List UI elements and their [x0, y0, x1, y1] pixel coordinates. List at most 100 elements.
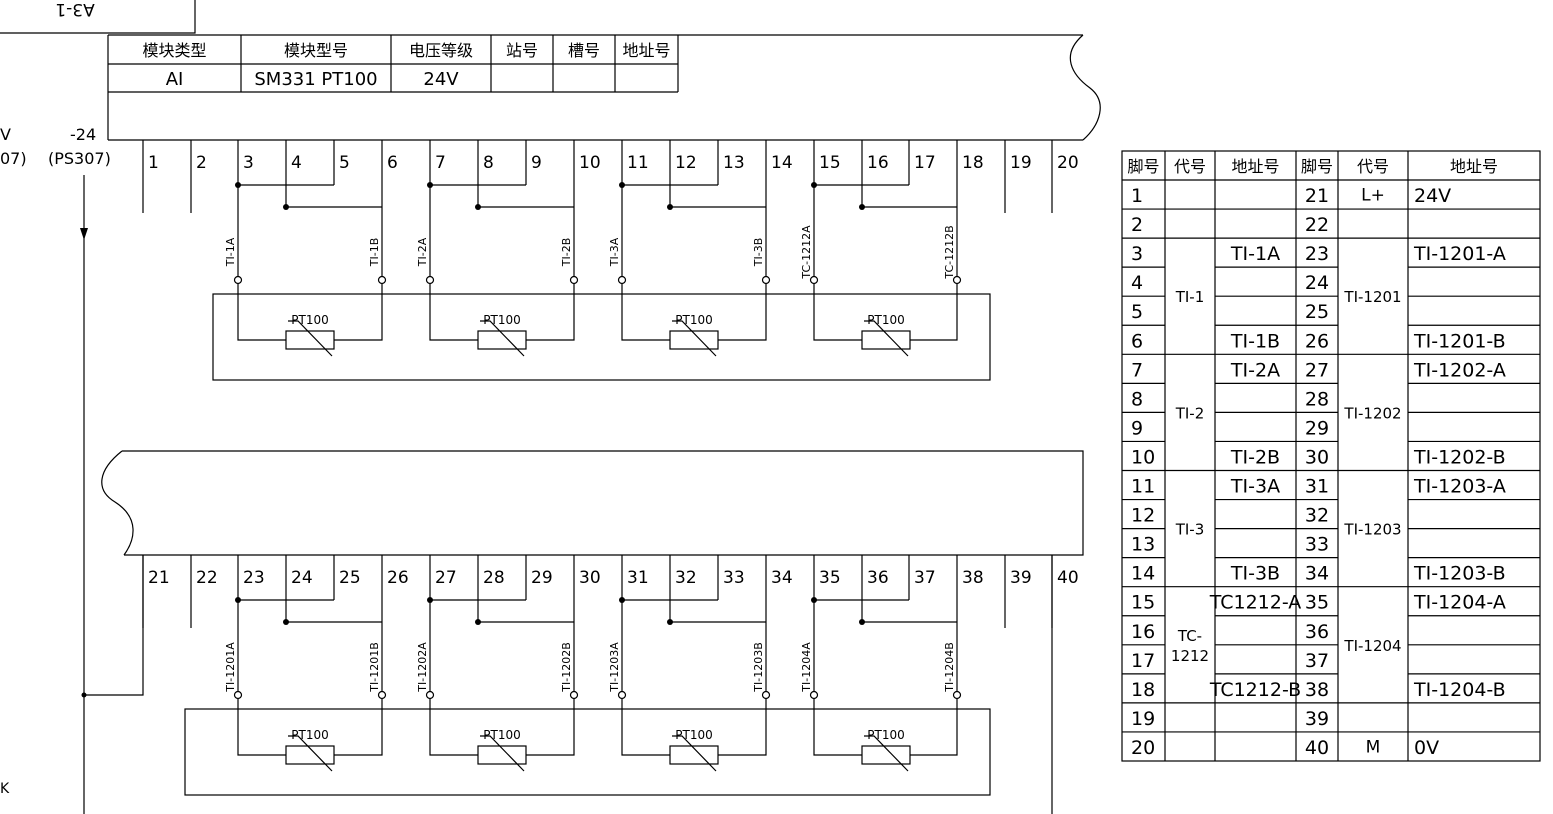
- pin-table-header-5: 地址号: [1450, 157, 1498, 176]
- top-terminal-19: 19: [1010, 153, 1032, 173]
- header-column-4: 槽号: [568, 41, 600, 60]
- pin-right-11: 31: [1305, 476, 1329, 498]
- left-code-11: TI-3: [1175, 521, 1205, 539]
- right-code-20: M: [1366, 737, 1381, 757]
- pin-right-17: 37: [1305, 650, 1329, 672]
- right-code-1: L+: [1361, 186, 1385, 206]
- pin-left-16: 16: [1131, 621, 1155, 643]
- pin-left-5: 5: [1131, 301, 1143, 323]
- top-terminal-3: 3: [243, 153, 254, 173]
- addr-left-10: TI-2B: [1230, 446, 1280, 468]
- pin-left-17: 17: [1131, 650, 1155, 672]
- left-label-v: V: [0, 125, 11, 144]
- pin-right-2: 22: [1305, 214, 1329, 236]
- top-terminal-17: 17: [914, 153, 936, 173]
- addr-right-7: TI-1202-A: [1413, 359, 1506, 381]
- channel-label-b: TI-2B: [560, 238, 573, 267]
- pin-right-3: 23: [1305, 243, 1329, 265]
- left-label-ps: (PS307): [48, 149, 111, 168]
- channel-label-b: TI-1201B: [368, 642, 381, 692]
- pin-left-10: 10: [1131, 446, 1155, 468]
- pin-table-header-1: 代号: [1174, 157, 1206, 176]
- header-value-1: SM331 PT100: [254, 69, 377, 90]
- channel-label-b: TI-3B: [752, 238, 765, 267]
- pin-left-3: 3: [1131, 243, 1143, 265]
- bottom-terminal-28: 28: [483, 568, 505, 588]
- pin-left-15: 15: [1131, 592, 1155, 614]
- top-terminal-5: 5: [339, 153, 350, 173]
- bottom-terminal-32: 32: [675, 568, 697, 588]
- corner-label: A3-1: [55, 0, 94, 19]
- pin-left-6: 6: [1131, 330, 1143, 352]
- left-code-15: 1212: [1171, 647, 1209, 665]
- left-label-24: -24: [70, 125, 96, 144]
- pin-right-12: 32: [1305, 505, 1329, 527]
- bottom-terminal-29: 29: [531, 568, 553, 588]
- channel-label-b: TC-1212B: [943, 225, 956, 279]
- pin-right-1: 21: [1305, 185, 1329, 207]
- top-terminal-16: 16: [867, 153, 889, 173]
- channel-label-a: TI-1201A: [224, 642, 237, 693]
- pin-left-12: 12: [1131, 505, 1155, 527]
- pin-right-14: 34: [1305, 563, 1329, 585]
- top-terminal-6: 6: [387, 153, 398, 173]
- bottom-terminal-26: 26: [387, 568, 409, 588]
- sensor-label: PT100: [867, 313, 904, 327]
- top-terminal-14: 14: [771, 153, 793, 173]
- top-terminal-10: 10: [579, 153, 601, 173]
- channel-label-b: TI-1B: [368, 238, 381, 267]
- corner-title-block: A3-1: [0, 0, 196, 34]
- pin-table-header-0: 脚号: [1127, 157, 1159, 176]
- sensor-label: PT100: [483, 728, 520, 742]
- sensor-label: PT100: [675, 728, 712, 742]
- addr-left-18: TC1212-B: [1209, 679, 1301, 701]
- bottom-terminal-30: 30: [579, 568, 601, 588]
- bottom-terminal-31: 31: [627, 568, 649, 588]
- bottom-terminal-22: 22: [196, 568, 218, 588]
- channel-label-b: TI-1204B: [943, 642, 956, 692]
- channel-label-a: TI-1204A: [800, 642, 813, 693]
- bottom-terminal-33: 33: [723, 568, 745, 588]
- top-terminal-4: 4: [291, 153, 302, 173]
- pin-table-header-2: 地址号: [1231, 157, 1279, 176]
- addr-right-3: TI-1201-A: [1413, 243, 1506, 265]
- addr-left-7: TI-2A: [1230, 359, 1280, 381]
- pin-right-15: 35: [1305, 592, 1329, 614]
- top-terminal-8: 8: [483, 153, 494, 173]
- channel-label-a: TI-2A: [416, 237, 429, 267]
- channel-label-b: TI-1202B: [560, 642, 573, 692]
- left-code-3: TI-1: [1175, 288, 1205, 306]
- pin-right-19: 39: [1305, 708, 1329, 730]
- top-terminal-18: 18: [962, 153, 984, 173]
- top-terminal-13: 13: [723, 153, 745, 173]
- pin-left-2: 2: [1131, 214, 1143, 236]
- sensor-label: PT100: [867, 728, 904, 742]
- bottom-terminal-38: 38: [962, 568, 984, 588]
- header-column-1: 模块型号: [284, 41, 348, 60]
- right-code-15: TI-1204: [1343, 637, 1401, 655]
- pin-left-1: 1: [1131, 185, 1143, 207]
- sensor-label: PT100: [291, 728, 328, 742]
- bottom-channel-4: PT100 TI-1204A TI-1204B: [800, 555, 962, 772]
- pt100-sensor-icon: [477, 330, 527, 350]
- bottom-sensor-enclosure: [184, 708, 991, 796]
- channel-label-a: TI-1202A: [416, 642, 429, 693]
- top-channel-4: PT100 TC-1212A TC-1212B: [800, 140, 962, 357]
- channel-label-a: TC-1212A: [800, 225, 813, 280]
- pin-right-20: 40: [1305, 737, 1329, 759]
- addr-left-6: TI-1B: [1230, 330, 1280, 352]
- sensor-label: PT100: [675, 313, 712, 327]
- addr-right-14: TI-1203-B: [1413, 563, 1506, 585]
- addr-right-18: TI-1204-B: [1413, 679, 1506, 701]
- bottom-terminal-37: 37: [914, 568, 936, 588]
- addr-right-15: TI-1204-A: [1413, 592, 1506, 614]
- left-label-07: 07): [0, 149, 27, 168]
- bottom-terminal-34: 34: [771, 568, 793, 588]
- pin-table-header-4: 代号: [1357, 157, 1389, 176]
- pin-right-6: 26: [1305, 330, 1329, 352]
